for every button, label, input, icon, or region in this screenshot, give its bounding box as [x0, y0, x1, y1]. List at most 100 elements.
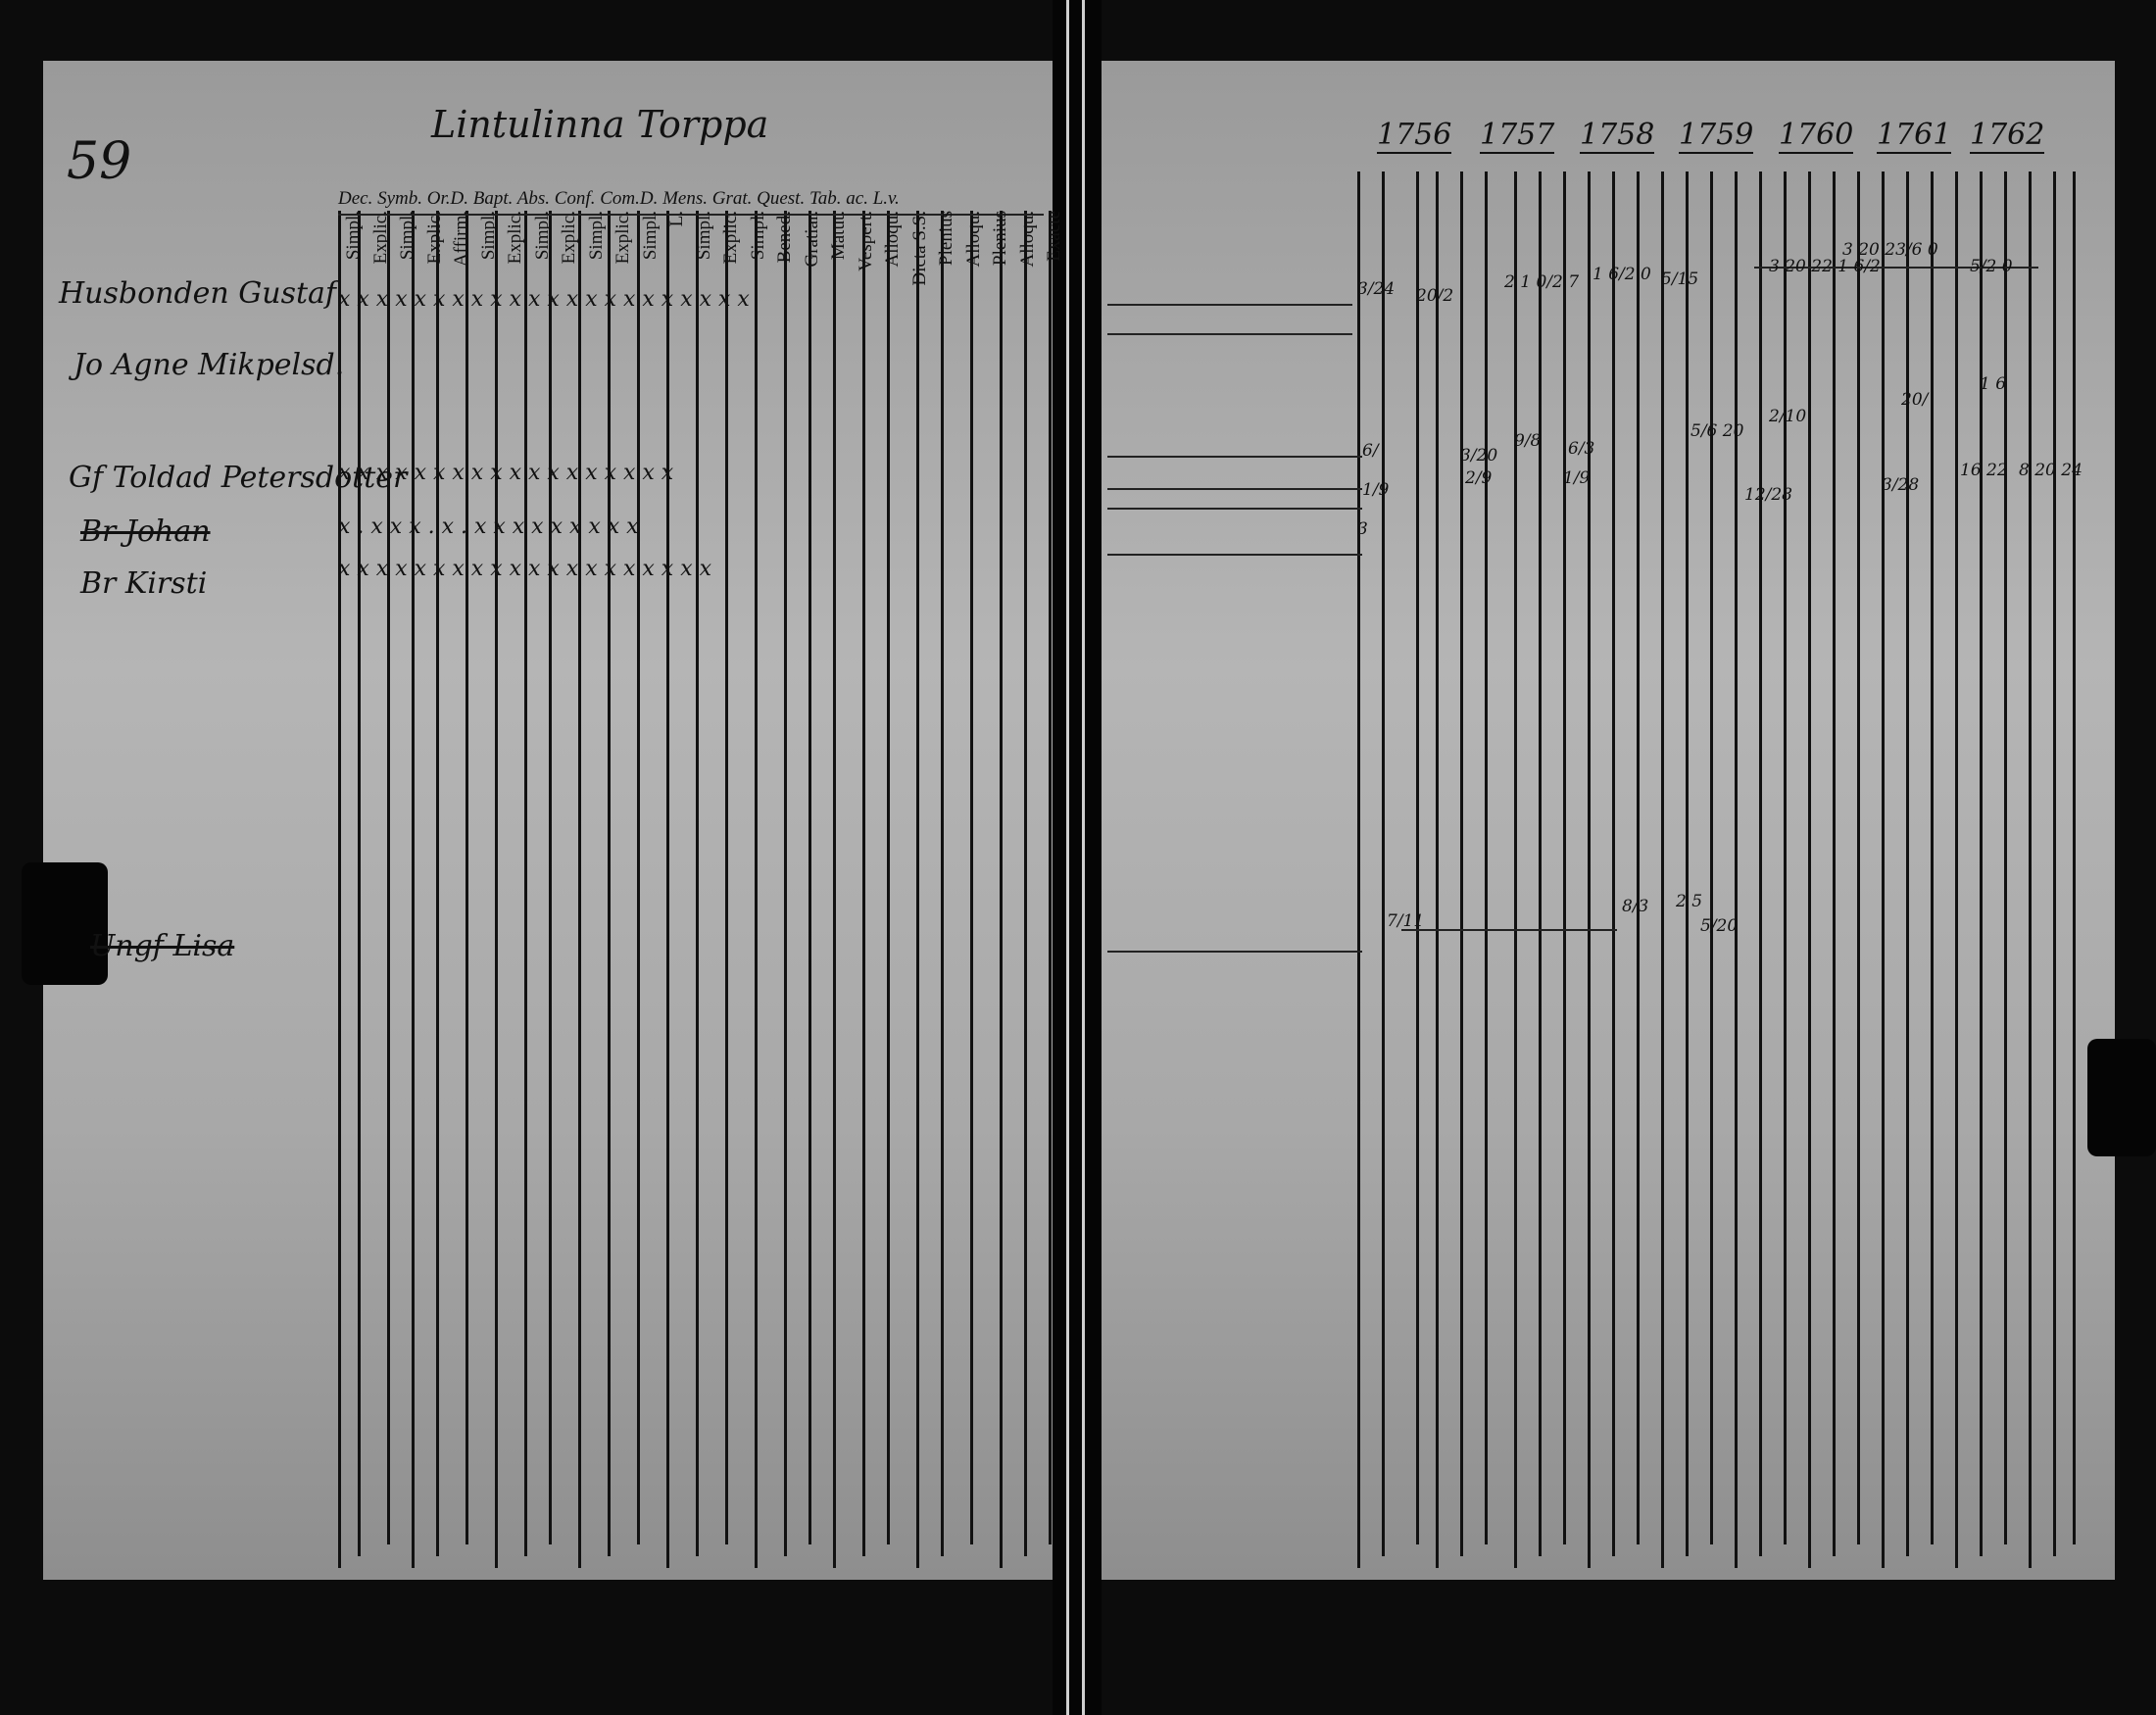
vertical-header: Plenius	[936, 211, 956, 266]
binding-gutter	[1053, 0, 1102, 1715]
entries-row-5: 3	[1357, 519, 1368, 539]
ruling-line	[1485, 172, 1488, 1544]
ruling-line	[1357, 172, 1360, 1568]
marks-row-1: x x x x x x x x x x x x x x x x x x x x …	[338, 287, 750, 312]
year-1760: 1760	[1779, 118, 1854, 154]
entry-line-2	[1107, 333, 1352, 335]
name-row-4: Br Johan	[80, 514, 211, 549]
year-1758: 1758	[1580, 118, 1655, 154]
entries-row-3f: 2/10	[1769, 407, 1807, 426]
ruling-line	[358, 211, 361, 1556]
name-row-1: Husbonden Gustaf	[59, 276, 337, 311]
ruling-line	[1049, 211, 1052, 1544]
entries-row-5d: 2 5	[1676, 892, 1703, 911]
ruling-line	[495, 211, 498, 1568]
ruling-line	[1539, 172, 1542, 1556]
name-row-6: Ungf Lisa	[90, 929, 235, 963]
ruling-line	[524, 211, 527, 1556]
entries-row-5e: 5/20	[1700, 916, 1739, 936]
ruling-line	[1563, 172, 1566, 1544]
ruling-line	[1808, 172, 1811, 1568]
ruling-line	[1382, 172, 1385, 1556]
entry-line-5	[1107, 508, 1362, 510]
vertical-header: Dicta S.S.	[908, 211, 930, 286]
page-number: 59	[67, 132, 132, 191]
ruling-line	[1436, 172, 1439, 1568]
vertical-header: Plenius	[990, 211, 1010, 266]
ruling-line	[808, 211, 811, 1544]
vertical-header: Alloqu.	[1016, 211, 1038, 268]
year-1761: 1761	[1877, 118, 1952, 154]
entries-row-1b: 20/2	[1416, 286, 1454, 306]
year-1757: 1757	[1480, 118, 1555, 154]
ruling-line	[1931, 172, 1934, 1544]
vertical-header: Explic.	[505, 211, 525, 265]
entries-row-4: 1/9	[1362, 480, 1390, 500]
vertical-header: Exacte	[1044, 211, 1064, 262]
ruling-line	[2029, 172, 2032, 1568]
entry-line-4	[1107, 488, 1362, 490]
ruling-line	[666, 211, 669, 1568]
year-1762: 1762	[1970, 118, 2045, 154]
page-tab-left	[22, 862, 108, 985]
page-title: Lintulinna Torppa	[431, 103, 769, 146]
marks-row-5: x x x x x x x x x x x x x x x x x x x x	[338, 557, 712, 581]
entries-row-3h: 1 6	[1980, 374, 2007, 394]
vertical-header: Explic.	[559, 211, 579, 265]
name-row-3: Gf Toldad Petersdotter	[69, 461, 408, 495]
right-page	[1088, 61, 2115, 1580]
vertical-header: Simpl.	[693, 211, 714, 261]
entries-row-1h: 5/2 0	[1970, 257, 2013, 276]
ruling-line	[1637, 172, 1640, 1544]
ruling-line	[466, 211, 468, 1544]
ruling-line	[970, 211, 973, 1544]
entry-line-8	[1401, 929, 1617, 931]
vertical-header: Matut.	[828, 211, 849, 261]
vertical-header: Simpl.	[747, 211, 768, 261]
ruling-line	[387, 211, 390, 1544]
ruling-line	[637, 211, 640, 1544]
entries-row-4g: 8 20 24	[2019, 461, 2082, 480]
page-tab-right	[2087, 1039, 2156, 1156]
ruling-line	[725, 211, 728, 1544]
ruling-line	[833, 211, 836, 1568]
vertical-header: Bened.	[774, 211, 795, 264]
ruling-line	[2053, 172, 2056, 1556]
ruling-line	[1784, 172, 1787, 1544]
vertical-header: Simpl.	[343, 211, 364, 261]
vertical-header: Vespert.	[855, 211, 876, 271]
year-1756: 1756	[1377, 118, 1452, 154]
entries-row-3g: 20/	[1901, 390, 1929, 410]
entries-row-4c: 1/9	[1563, 468, 1591, 488]
ruling-line	[549, 211, 552, 1544]
ruling-line	[1882, 172, 1885, 1568]
entry-line-9	[1754, 267, 2038, 269]
ruling-line	[1661, 172, 1664, 1568]
entries-row-3b: 3/20	[1460, 446, 1498, 466]
entries-row-4e: 3/28	[1882, 475, 1920, 495]
ruling-line	[1612, 172, 1615, 1556]
ruling-line	[1906, 172, 1909, 1556]
ruling-line	[1833, 172, 1836, 1556]
entries-row-1d: 1 6/2 0	[1592, 265, 1651, 284]
entries-row-4b: 2/9	[1465, 468, 1493, 488]
ruling-line	[1000, 211, 1003, 1568]
vertical-header: Simpl.	[477, 211, 499, 261]
column-headers-top: Dec. Symb. Or.D. Bapt. Abs. Conf. Com.D.…	[338, 188, 900, 209]
ruling-line	[916, 211, 919, 1568]
ruling-line	[578, 211, 581, 1568]
ruling-line	[1955, 172, 1958, 1568]
vertical-header: Explic.	[369, 211, 391, 265]
ruling-line	[1759, 172, 1762, 1556]
ruling-line	[1588, 172, 1591, 1568]
ruling-line	[436, 211, 439, 1556]
vertical-header: Affirm.	[451, 211, 471, 268]
vertical-header: Explic.	[423, 211, 445, 265]
vertical-header: Simpl.	[397, 211, 417, 261]
ruling-line	[862, 211, 865, 1556]
header-rule	[338, 214, 1044, 216]
vertical-header: Simpl.	[585, 211, 607, 261]
ruling-line	[1857, 172, 1860, 1544]
vertical-header: Alloqu.	[962, 211, 984, 268]
ruling-line	[2073, 172, 2076, 1544]
